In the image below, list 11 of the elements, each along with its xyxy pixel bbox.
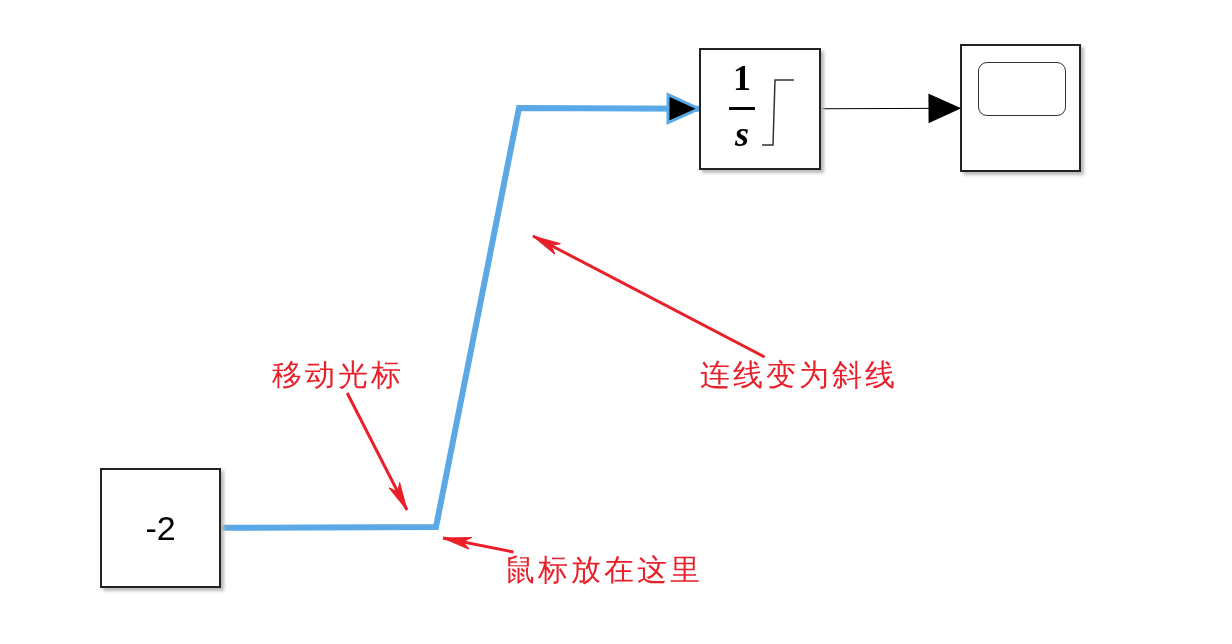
annotation-text: 连线变为斜线	[700, 357, 898, 393]
signal-line	[221, 93, 701, 531]
integrator-block	[699, 48, 821, 170]
scope-block	[960, 44, 1081, 172]
fraction-denominator: s	[734, 114, 750, 154]
constant-block	[100, 468, 221, 588]
annotation-text: 鼠标放在这里	[505, 552, 703, 588]
signal-line	[820, 93, 961, 123]
block-value: -2	[144, 508, 177, 548]
fraction-numerator: 1	[732, 58, 752, 98]
annotation-text: 移动光标	[272, 357, 404, 393]
